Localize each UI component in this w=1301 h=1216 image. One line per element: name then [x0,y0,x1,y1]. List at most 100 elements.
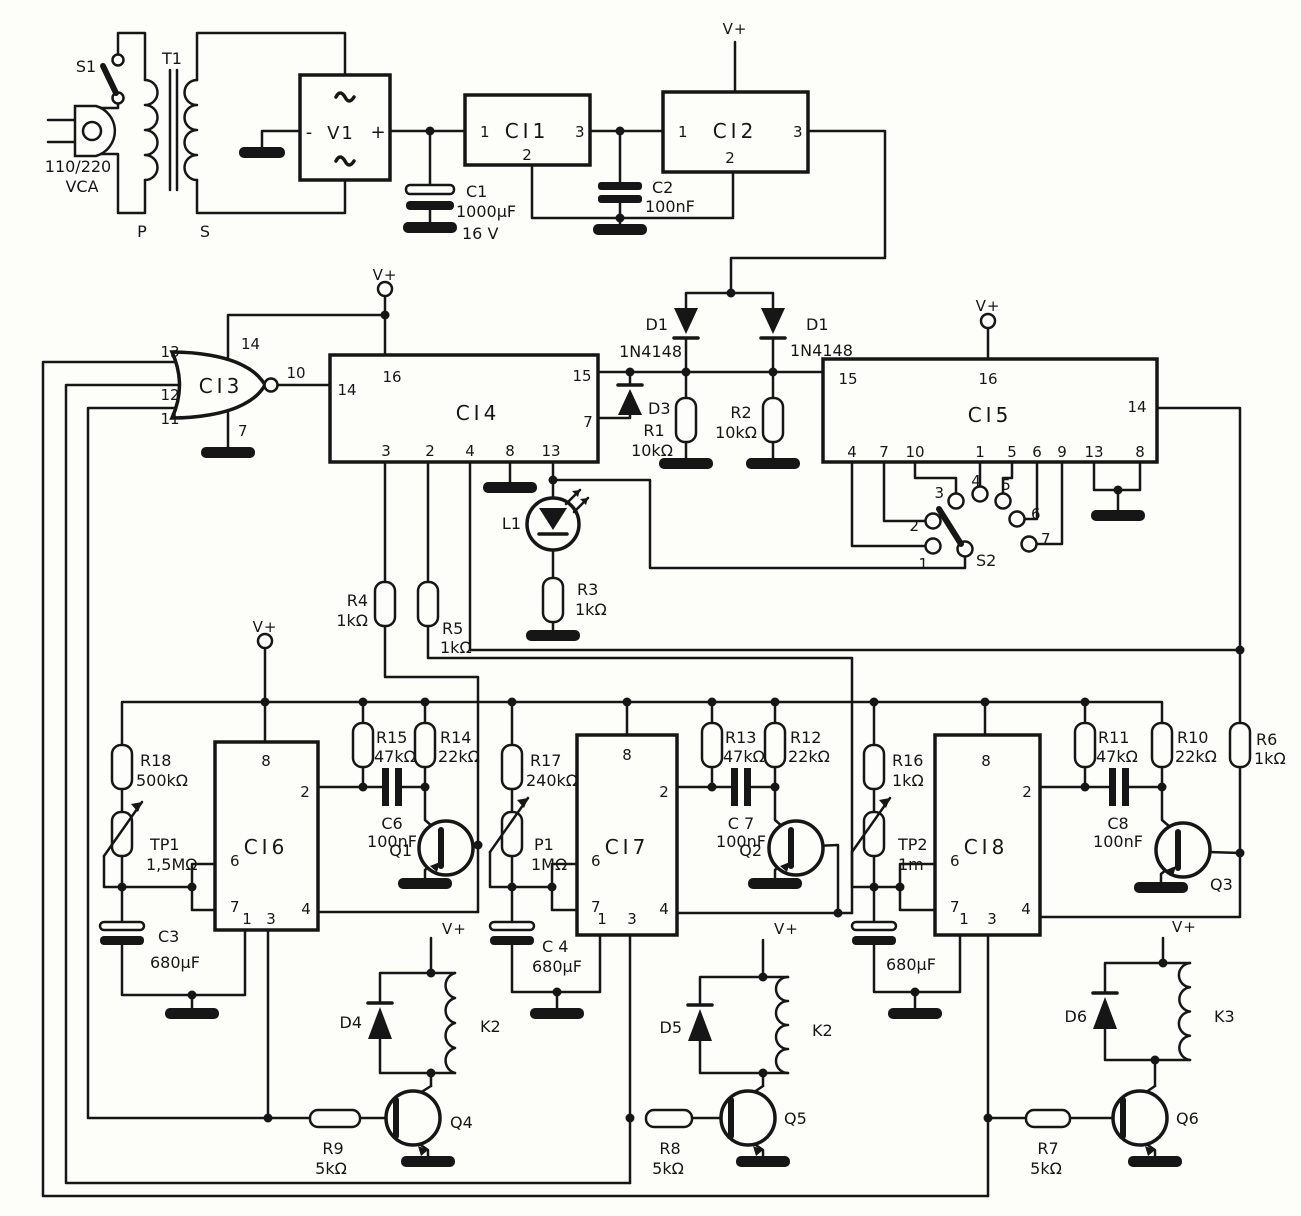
k3-name: K3 [1214,1007,1235,1026]
diode-d6 [1093,997,1117,1029]
capacitor-c5: 680µF [850,920,936,974]
led-l1: L1 [502,488,590,552]
r6-value: 1kΩ [1254,749,1286,768]
s2-pos6: 6 [1031,505,1041,523]
ic-ci5: 15 16 CI5 14 4 7 10 1 5 6 9 13 8 V+ [821,297,1159,464]
r11-name: R11 [1098,728,1129,747]
r11-value: 47kΩ [1096,747,1138,766]
resistor-r14: R14 22kΩ [413,721,480,769]
tp2-value: 1m [898,855,924,874]
c8-value: 100nF [1093,832,1143,851]
resistor-r1: R1 10kΩ [631,396,698,460]
q6-emitter-arrow [1145,1146,1155,1156]
ci8-name: CI8 [964,835,1009,859]
transistor-q1: Q1 [389,819,475,877]
r10-value: 22kΩ [1175,747,1217,766]
relay-stage-3: V+ D6 K3 Q6 R7 5kΩ [1024,918,1235,1178]
s2-pos4: 4 [971,472,981,490]
d5-name: D5 [660,1018,683,1037]
capacitor-c2: C2 100nF [598,178,695,216]
ci5-bpin-1: 1 [975,443,985,461]
vplus-ci2: V+ [723,20,748,38]
ci5-bpin-8: 8 [1135,443,1145,461]
v1-plus: + [370,122,387,143]
capacitor-c1: C1 1000µF 16 V [404,182,516,243]
ci3-in12: 12 [160,386,179,404]
vplus-rail-label: V+ [253,618,278,636]
ci1-pin1: 1 [480,123,490,141]
diode-d3: D3 [616,383,671,418]
ci5-bpin-13: 13 [1084,443,1103,461]
ci3-pin14: 14 [241,335,260,353]
vplus-rail: V+ [253,618,278,650]
l1-name: L1 [502,514,521,533]
resistor-r5: R5 1kΩ [416,580,472,657]
vplus-k3: V+ [1172,918,1197,936]
ci4-pin4: 4 [465,442,475,460]
tp1-name: TP1 [149,835,180,854]
s2-pos2: 2 [909,517,919,535]
trimpot-tp1: TP1 1,5MΩ [102,800,197,874]
r18-value: 500kΩ [136,771,188,790]
c7-value: 100nF [716,832,766,851]
resistor-r15: R15 47kΩ [351,721,416,769]
ci5-bpin-7: 7 [879,443,889,461]
transistor-q3: Q3 [1154,821,1233,894]
r1-name: R1 [643,421,664,440]
transistor-q2: Q2 [739,819,825,877]
ac-symbol-top [334,91,356,103]
r12-value: 22kΩ [788,747,830,766]
ci3-out10: 10 [286,364,305,382]
r4-value: 1kΩ [336,611,368,630]
led-arrow-2 [580,498,588,505]
s2-pos3: 3 [934,484,944,502]
vplus-k2a: V+ [442,920,467,938]
ci4-name: CI4 [456,401,501,425]
vplus-ci3: V+ [373,266,398,284]
q4-name: Q4 [450,1113,473,1132]
ci5-bpin-6: 6 [1032,443,1042,461]
vplus-ci5: V+ [976,297,1001,315]
q5-name: Q5 [784,1109,807,1128]
transistor-q4 [384,1089,442,1147]
ci2-pin3: 3 [793,123,803,141]
resistor-r13: R13 47kΩ [700,721,765,769]
vplus-k2b: V+ [774,920,799,938]
ci7-name: CI7 [605,835,650,859]
p1-wiper-arrow [517,798,528,808]
c6-value: 100nF [367,832,417,851]
r8-name: R8 [659,1139,680,1158]
r18-name: R18 [140,751,171,770]
ci7-pin1: 1 [597,910,607,928]
r17-value: 240kΩ [526,771,578,790]
resistor-r12: R12 22kΩ [763,721,830,769]
r9-name: R9 [322,1139,343,1158]
c2-name: C2 [652,178,673,197]
tp1-value: 1,5MΩ [146,855,197,874]
wires [41,31,1242,1198]
c4-value: 680µF [532,957,582,976]
ci3-in13: 13 [160,343,179,361]
r13-value: 47kΩ [723,747,765,766]
r3-value: 1kΩ [575,600,607,619]
ic-ci8: 8 2 CI8 6 7 1 3 4 [933,733,1042,937]
relay-coil-k3 [1177,961,1192,1062]
r6-name: R6 [1256,730,1277,749]
ci7-pin8: 8 [622,746,632,764]
q2-name: Q2 [739,841,762,860]
c6-name: C6 [381,814,402,833]
tp2-wiper-arrow [879,798,890,808]
primary-coil [143,78,159,182]
transistor-q5 [719,1089,777,1147]
c7-name: C 7 [728,814,754,833]
ic-ci6: 8 2 CI6 6 7 1 3 4 [213,740,320,932]
ci2-name: CI2 [713,119,758,143]
transistor-q6 [1111,1089,1169,1147]
d1b-part: 1N4148 [790,341,853,360]
led-arrow-1 [572,490,580,497]
ci6-pin8: 8 [261,752,271,770]
capacitor-c7: C 7 100nF [716,768,766,851]
c8-name: C8 [1107,814,1128,833]
bridge-rectifier-v1: V1 - + [298,73,392,182]
